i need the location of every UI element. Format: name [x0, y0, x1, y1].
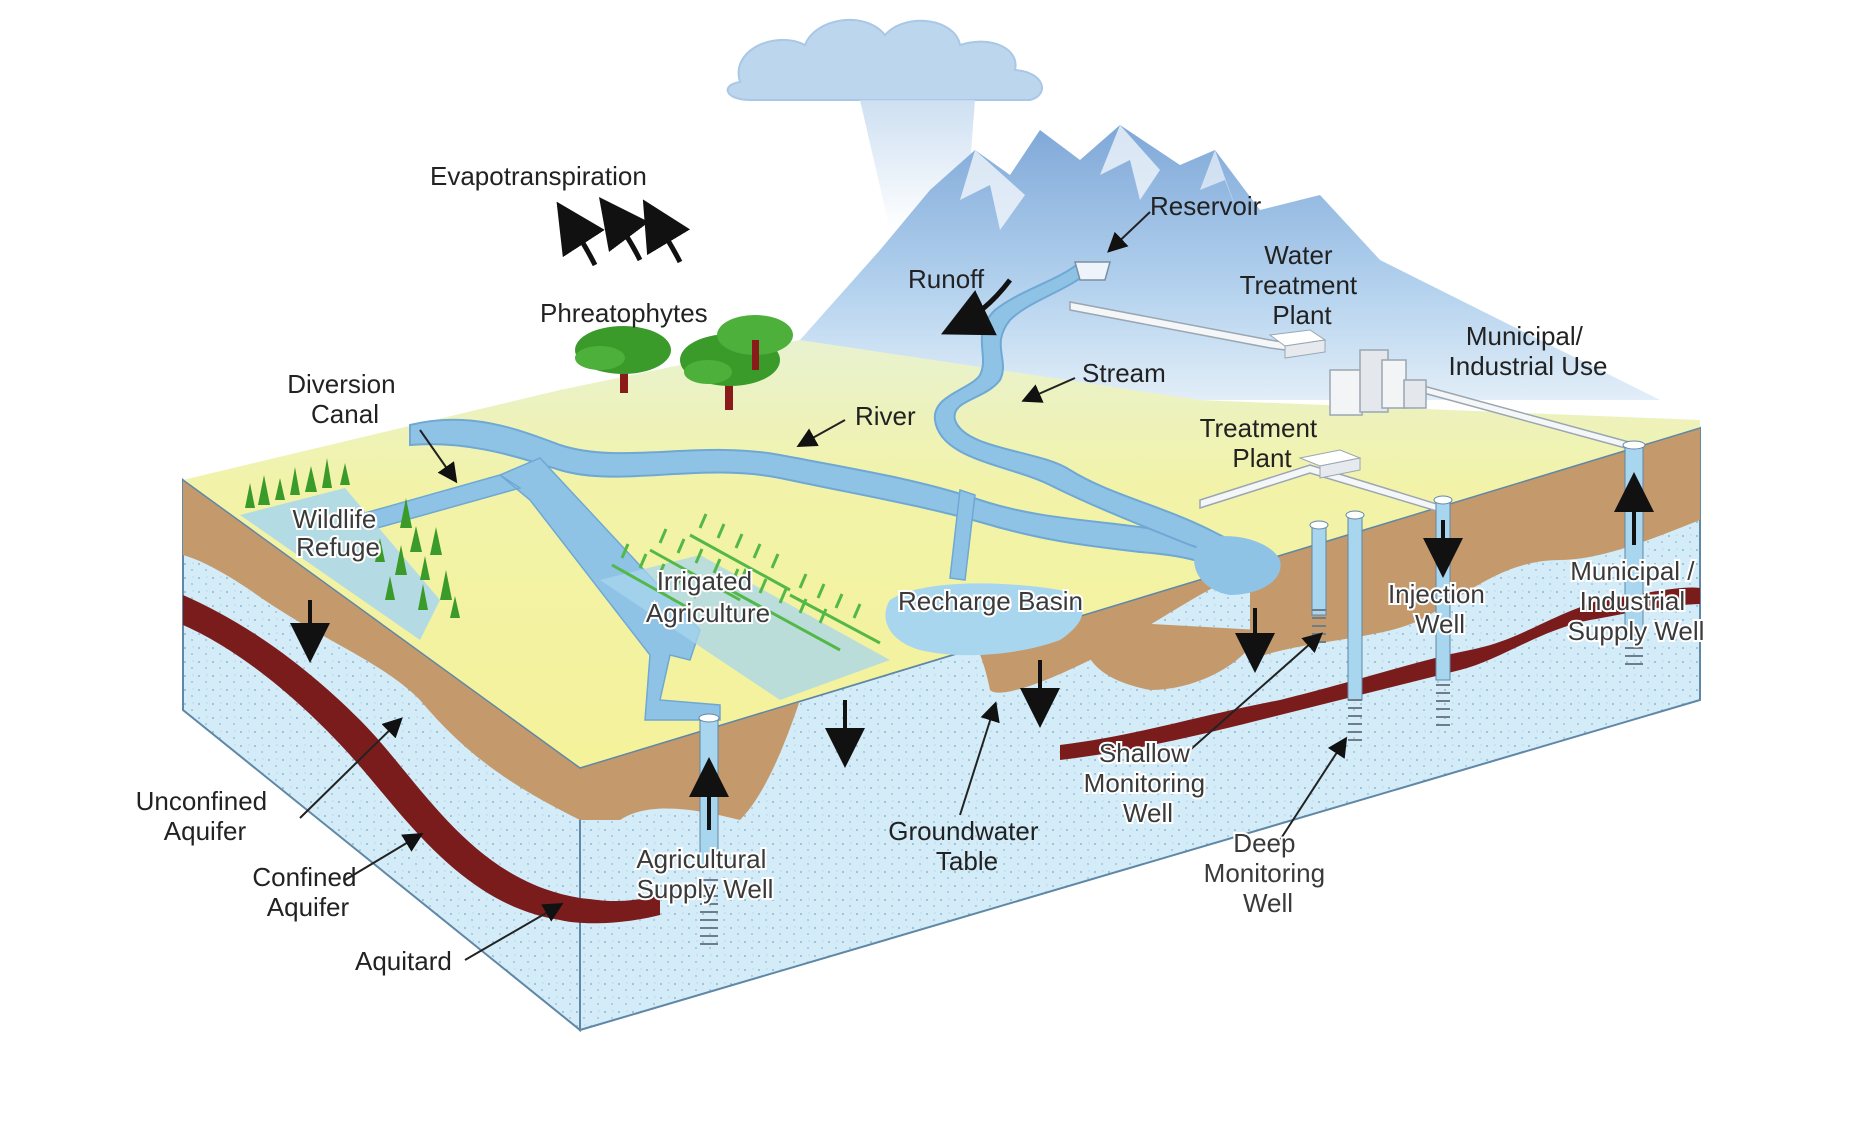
label-shallow-monitoring-well: Shallow Monitoring Well [1084, 738, 1213, 828]
wetland-plants [245, 458, 460, 618]
irrigated-agriculture-area [600, 555, 890, 700]
soil-pocket [1080, 620, 1260, 690]
recharge-arrows [290, 600, 1275, 768]
municipal-supply-well [1614, 440, 1654, 665]
land-surface-edge [182, 427, 1701, 769]
label-recharge-basin: Recharge Basin [898, 586, 1083, 616]
phreatophyte-trees [575, 315, 793, 410]
label-groundwater-table: Groundwater Table [888, 816, 1046, 876]
label-water-treatment-plant: Water Treatment Plant [1240, 240, 1365, 330]
label-diversion-canal: Diversion Canal [287, 369, 403, 429]
label-phreatophytes: Phreatophytes [540, 298, 708, 328]
label-reservoir: Reservoir [1150, 191, 1262, 221]
city-buildings [1329, 349, 1427, 416]
deep-monitoring-well [1345, 510, 1365, 741]
labels: Evapotranspiration Phreatophytes Runoff … [136, 161, 1707, 976]
label-deep-monitoring-well: Deep Monitoring Well [1204, 828, 1333, 918]
water-treatment-plant-building [1268, 329, 1327, 359]
label-agricultural-supply-well: Agricultural Supply Well [636, 844, 773, 904]
label-evapotranspiration: Evapotranspiration [430, 161, 647, 191]
lake [1194, 536, 1281, 595]
label-aquitard: Aquitard [355, 946, 452, 976]
aquitard-layer [1060, 587, 1700, 760]
label-confined-aquifer: Confined Aquifer [252, 862, 363, 922]
label-municipal-industrial-supply-well: Municipal / Industrial Supply Well [1568, 556, 1705, 646]
label-unconfined-aquifer: Unconfined Aquifer [136, 786, 275, 846]
runoff-arrow [940, 278, 1012, 336]
label-river: River [855, 401, 916, 431]
mountains [800, 125, 1660, 400]
label-injection-well: Injection Well [1388, 579, 1492, 639]
evapotranspiration-arrows [556, 196, 691, 267]
treatment-plant-building [1298, 449, 1362, 479]
crop-rows [611, 513, 881, 652]
label-runoff: Runoff [908, 264, 985, 294]
leader-lines [299, 211, 1348, 961]
canal-branch [949, 488, 976, 581]
label-municipal-industrial-use: Municipal/ Industrial Use [1449, 321, 1608, 381]
cloud [726, 19, 1043, 101]
recharge-basin-area [885, 583, 1083, 656]
agricultural-supply-well [689, 713, 729, 945]
label-irrigated-agriculture: Irrigated Agriculture [646, 566, 770, 628]
label-wildlife-refuge: Wildlife Refuge [292, 504, 383, 562]
wildlife-refuge-area [240, 488, 440, 640]
aquitard-layer [183, 595, 660, 924]
shallow-monitoring-well [1309, 520, 1329, 643]
soil-left [183, 480, 580, 820]
reservoir-dam [1074, 261, 1111, 281]
injection-well [1423, 495, 1463, 726]
label-treatment-plant: Treatment Plant [1200, 413, 1325, 473]
label-stream: Stream [1082, 358, 1166, 388]
